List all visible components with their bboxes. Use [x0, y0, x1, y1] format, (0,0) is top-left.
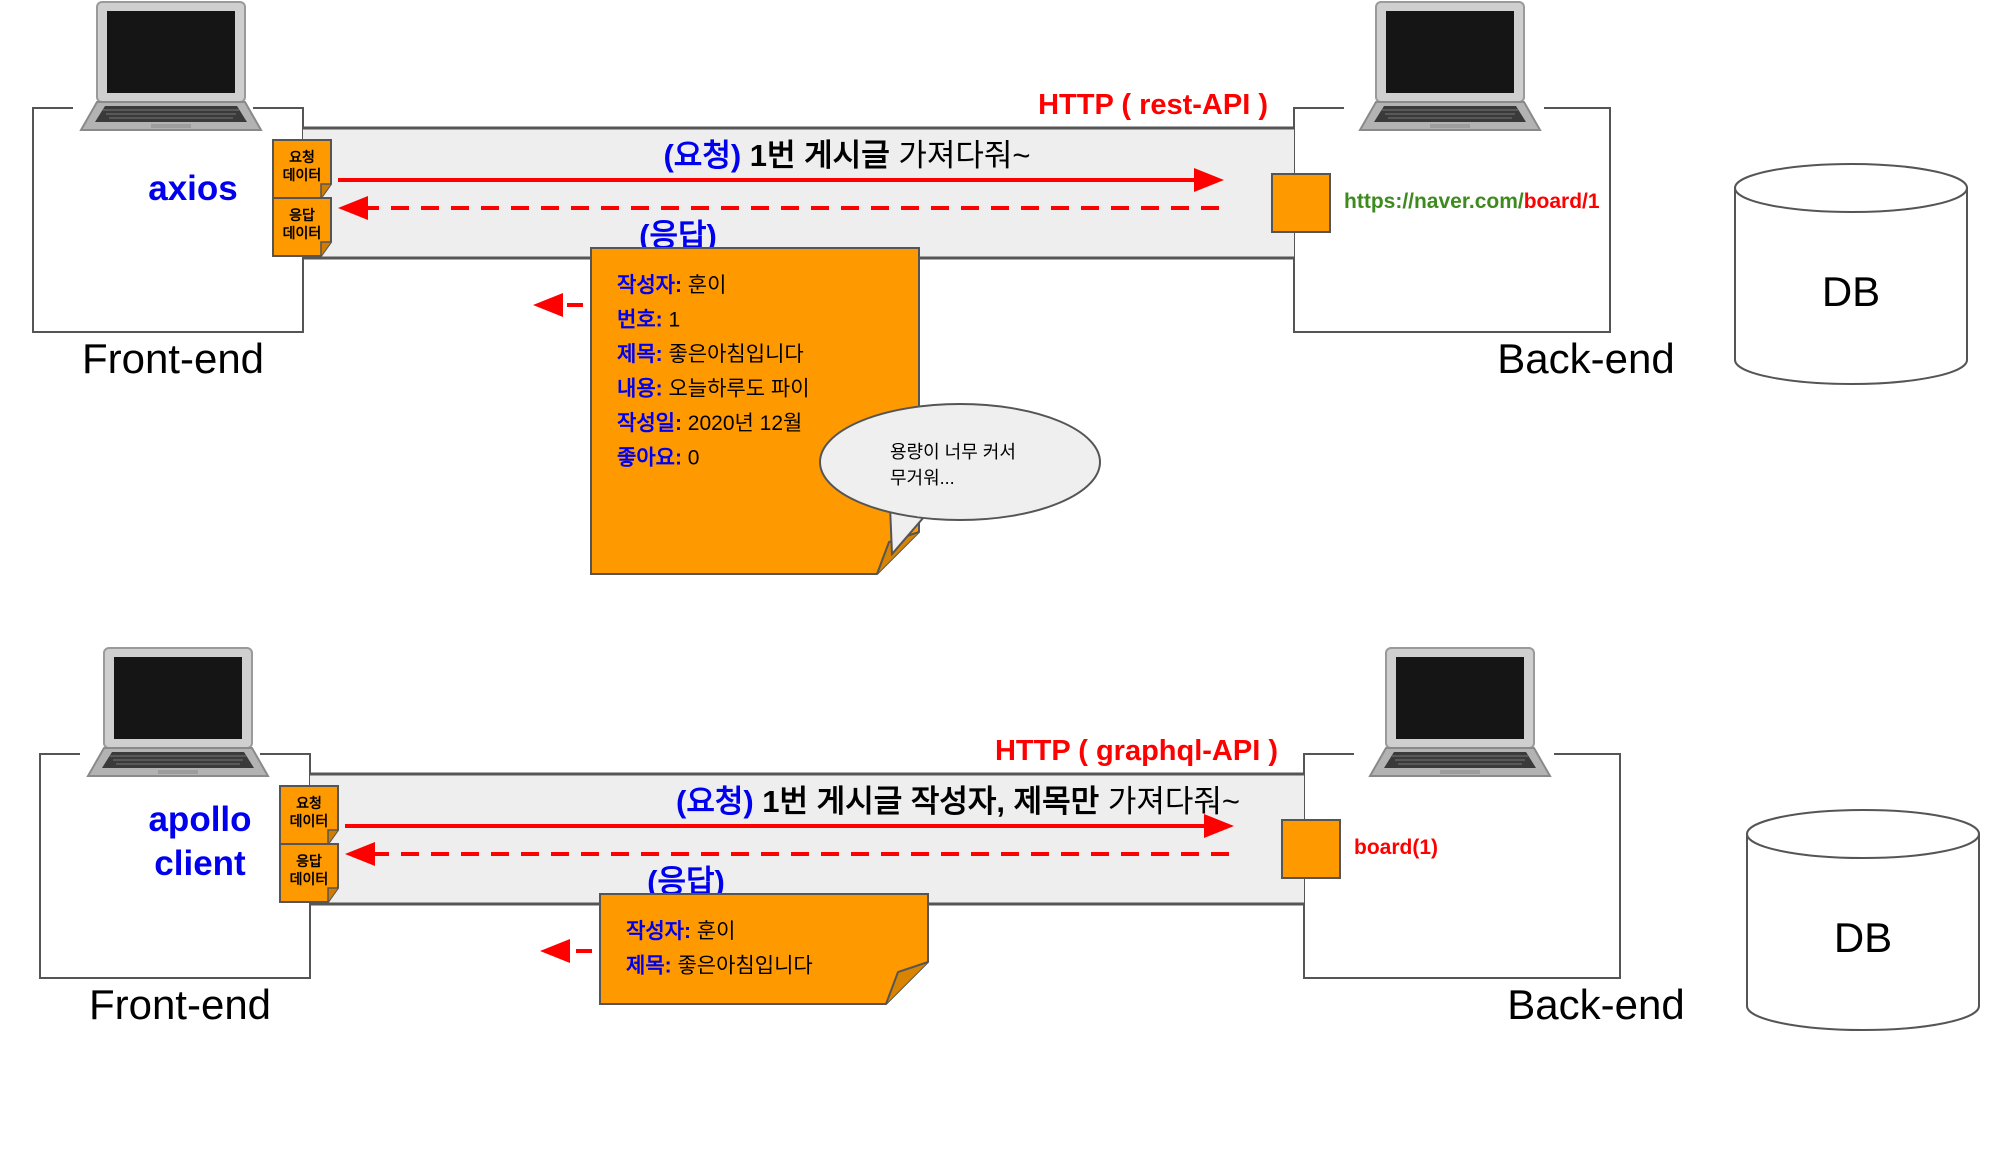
back-end-label: Back-end: [1507, 981, 1684, 1028]
note-line: 좋아요: 0: [617, 447, 699, 470]
endpoint-part: https://naver.com/: [1344, 190, 1524, 213]
icon-label: 데이터: [290, 813, 329, 829]
note-value: 0: [682, 447, 700, 470]
client-library-label: axios: [148, 169, 238, 208]
note-key: 번호:: [617, 309, 663, 332]
db-cylinder-top: [1734, 163, 1968, 213]
note-key: 작성자:: [626, 920, 691, 943]
db-label: DB: [1822, 268, 1880, 315]
front-end-label: Front-end: [82, 335, 264, 382]
http-tunnel: [303, 128, 1294, 258]
note-line: 제목: 좋은아침입니다: [626, 955, 813, 978]
back-laptop-icon: [1368, 647, 1552, 777]
back-end-box: [1293, 107, 1611, 333]
note-line: 내용: 오늘하루도 파이: [617, 378, 810, 401]
request-prefix: (요청): [663, 138, 741, 173]
icon-label: 요청: [289, 149, 315, 165]
note-line: 번호: 1: [617, 309, 680, 332]
note-fold: [885, 961, 929, 1005]
request-subject: 1번 게시글 작성자, 제목만: [754, 784, 1100, 819]
request-text: (요청) 1번 게시글 작성자, 제목만 가져다줘~: [676, 784, 1240, 819]
note-value: 훈이: [691, 920, 735, 943]
front-end-label: Front-end: [89, 981, 271, 1028]
back-end-box: [1303, 753, 1621, 979]
request-arrowhead: [1204, 814, 1234, 838]
front-laptop-icon: [86, 647, 270, 777]
icon-label: 응답: [289, 207, 315, 223]
db-cylinder: [1746, 833, 1980, 1031]
front-end-box: [32, 107, 304, 333]
endpoint-square: [1281, 819, 1341, 879]
payload-return-arrowhead: [540, 939, 570, 963]
note-key: 작성일:: [617, 412, 682, 435]
endpoint-url: https://naver.com/board/1: [1344, 190, 1600, 213]
speech-bubble: [819, 403, 1101, 521]
note-key: 제목:: [626, 955, 672, 978]
note-line: 제목: 좋은아침입니다: [617, 343, 804, 366]
http-tunnel: [310, 774, 1304, 904]
request-rest: 가져다줘~: [890, 138, 1031, 173]
note-line: 작성일: 2020년 12월: [617, 412, 802, 435]
note-value: 2020년 12월: [682, 412, 802, 435]
note-value: 1: [663, 309, 681, 332]
endpoint-part: board(1): [1354, 836, 1438, 859]
db-cylinder-top: [1746, 809, 1980, 859]
note-key: 좋아요:: [617, 447, 682, 470]
back-laptop-icon: [1358, 1, 1542, 131]
diagram-1: HTTP ( graphql-API )apolloclient요청데이터응답데…: [39, 647, 1980, 1031]
db-cylinder: [1734, 187, 1968, 385]
note-value: 좋은아침입니다: [672, 955, 813, 978]
note-key: 작성자:: [617, 274, 682, 297]
client-library-label: apollo: [148, 800, 251, 839]
back-end-label: Back-end: [1497, 335, 1674, 382]
request-prefix: (요청): [676, 784, 754, 819]
client-library-label: client: [154, 844, 246, 883]
front-end-box: [39, 753, 311, 979]
note-value: 좋은아침입니다: [663, 343, 804, 366]
icon-label: 데이터: [283, 167, 322, 183]
response-arrowhead: [338, 196, 368, 220]
note-key: 제목:: [617, 343, 663, 366]
endpoint-url: board(1): [1354, 836, 1438, 859]
protocol-title: HTTP ( rest-API ): [1038, 89, 1268, 121]
note-line: 작성자: 훈이: [617, 274, 726, 297]
request-arrowhead: [1194, 168, 1224, 192]
icon-label: 응답: [296, 853, 322, 869]
note-key: 내용:: [617, 378, 663, 401]
speech-bubble-text: 용량이 너무 커서: [890, 442, 1016, 462]
request-subject: 1번 게시글: [741, 138, 890, 173]
request-rest: 가져다줘~: [1099, 784, 1240, 819]
icon-label: 요청: [296, 795, 322, 811]
response-arrowhead: [345, 842, 375, 866]
front-laptop-icon: [79, 1, 263, 131]
note-value: 훈이: [682, 274, 726, 297]
icon-label: 데이터: [290, 871, 329, 887]
note-value: 오늘하루도 파이: [663, 378, 810, 401]
icon-label: 데이터: [283, 225, 322, 241]
speech-bubble-text: 무거워...: [890, 468, 955, 488]
endpoint-square: [1271, 173, 1331, 233]
db-label: DB: [1834, 914, 1892, 961]
endpoint-part: board/1: [1524, 190, 1600, 213]
response-data-note: [599, 893, 929, 1005]
request-text: (요청) 1번 게시글 가져다줘~: [663, 138, 1030, 173]
payload-return-arrowhead: [533, 293, 563, 317]
protocol-title: HTTP ( graphql-API ): [995, 735, 1278, 767]
note-line: 작성자: 훈이: [626, 920, 735, 943]
